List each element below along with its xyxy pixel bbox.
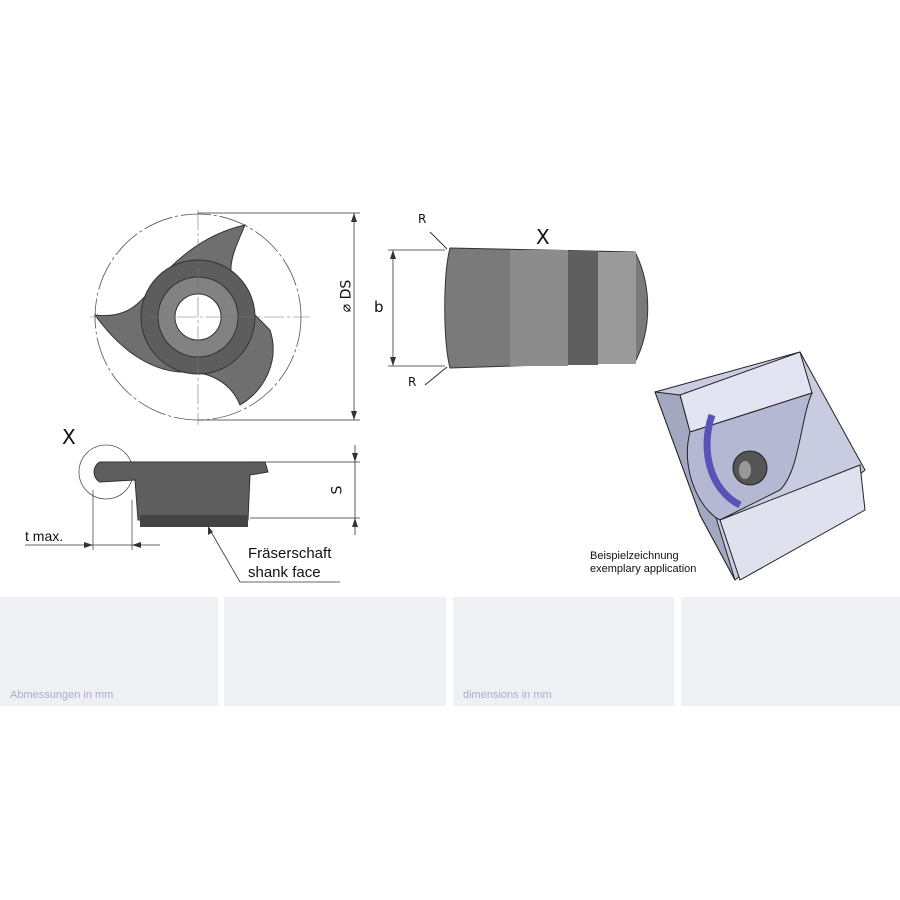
example-en-label: exemplary application [590,563,697,575]
r-bottom-label: R [408,375,417,389]
detail-x-view [388,231,649,386]
panel-caption: Abmessungen in mm [10,689,114,701]
shank-en-label: shank face [248,564,321,581]
dimension-panel-4 [681,597,900,706]
b-label: b [374,298,384,316]
s-label: S [329,485,346,495]
dimension-panel-1: Abmessungen in mm [0,597,218,706]
side-view [25,444,360,583]
panel-caption: dimensions in mm [463,689,552,701]
x-detail-label: X [62,425,76,449]
example-de-label: Beispielzeichnung [590,550,679,562]
front-view [90,210,360,425]
application-illustration [654,351,866,581]
shank-de-label: Fräserschaft [248,545,332,562]
r-top-label: R [418,212,427,226]
dimension-panel-3: dimensions in mm [453,597,674,706]
t-max-label: t max. [25,528,64,544]
dimension-panel-2 [224,597,446,706]
diameter-ds-label: ⌀ DS [338,279,355,313]
x-side-label: X [536,225,550,249]
